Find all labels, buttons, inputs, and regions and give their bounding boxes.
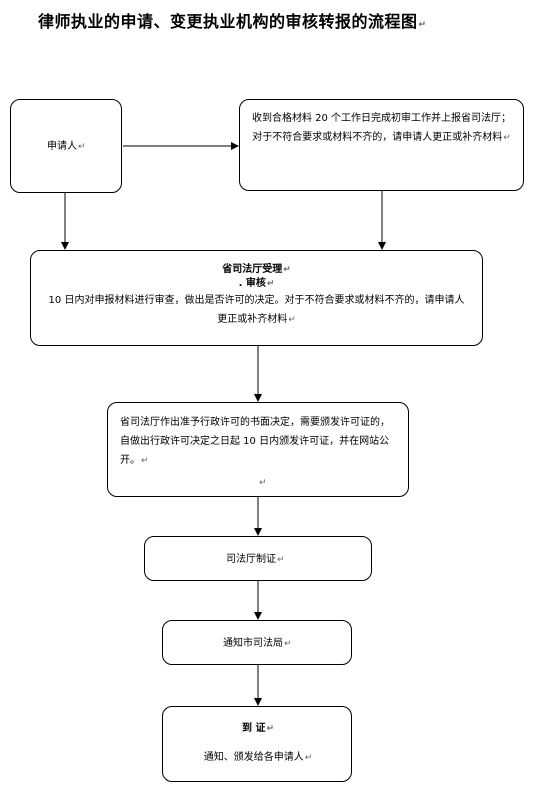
receive-cert-heading: 到 证: [241, 723, 266, 734]
applicant-box: 申请人↵: [10, 99, 122, 193]
page-title: 律师执业的申请、变更执业机构的审核转报的流程图↵: [38, 12, 427, 31]
provincial-accept-heading: 省司法厅受理: [222, 264, 283, 275]
review-subheading: . 审核: [238, 278, 266, 289]
empty-paragraph-mark: ↵: [259, 478, 267, 488]
applicant-label: 申请人: [47, 141, 77, 152]
provincial-accept-box: 省司法厅受理↵ . 审核↵ 10 日内对申报材料进行审查，做出是否许可的决定。对…: [30, 250, 483, 346]
provincial-accept-text: 10 日内对申报材料进行审查，做出是否许可的决定。对于不符合要求或材料不齐的，请…: [48, 295, 465, 325]
receive-cert-box: 到 证↵ 通知、颁发给各申请人↵: [162, 706, 352, 782]
receive-cert-text: 通知、颁发给各申请人: [203, 752, 304, 763]
produce-cert-box: 司法厅制证↵: [144, 536, 372, 581]
decision-text: 省司法厅作出准予行政许可的书面决定，需要颁发许可证的，自做出行政许可决定之日起 …: [120, 417, 390, 466]
initial-review-text: 收到合格材料 20 个工作日完成初审工作并上报省司法厅；对于不符合要求或材料不齐…: [251, 113, 512, 143]
decision-box: 省司法厅作出准予行政许可的书面决定，需要颁发许可证的，自做出行政许可决定之日起 …: [107, 402, 409, 497]
notify-bureau-box: 通知市司法局↵: [162, 620, 352, 665]
produce-cert-text: 司法厅制证: [226, 554, 276, 565]
notify-bureau-text: 通知市司法局: [223, 638, 283, 649]
initial-review-box: 收到合格材料 20 个工作日完成初审工作并上报省司法厅；对于不符合要求或材料不齐…: [239, 99, 524, 191]
